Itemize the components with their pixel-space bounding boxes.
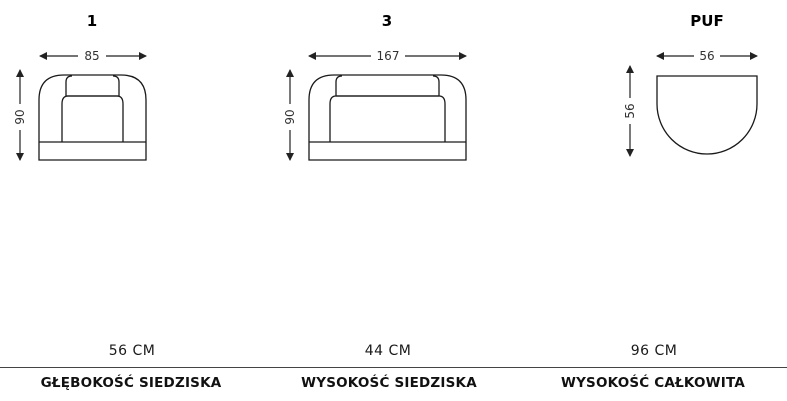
puf-width-label: 56 [699,49,714,63]
armchair-depth-label: 90 [13,109,27,124]
armchair-width-label: 85 [84,49,99,63]
total-height-value: 96 CM [630,343,678,359]
puf-outline [656,75,758,155]
divider-line [0,367,787,368]
armchair-drawing: 1 85 90 [12,12,147,161]
seat-height-label: WYSOKOŚĆ SIEDZISKA [301,375,477,391]
total-height-label: WYSOKOŚĆ CAŁKOWITA [560,375,745,391]
seat-height-value: 44 CM [364,343,412,359]
sofa-title: 3 [382,12,392,30]
seat-depth-label: GŁĘBOKOŚĆ SIEDZISKA [40,375,222,391]
armchair-title: 1 [87,12,97,30]
puf-title: PUF [690,12,723,30]
sofa-width-label: 167 [377,49,400,63]
sofa-outline [308,74,467,161]
puf-drawing: PUF 56 56 [622,12,758,157]
seat-depth-value: 56 CM [108,343,156,359]
armchair-outline [38,74,147,161]
sofa-depth-label: 90 [283,109,297,124]
puf-depth-label: 56 [623,103,637,118]
sofa-drawing: 3 167 90 [282,12,467,161]
